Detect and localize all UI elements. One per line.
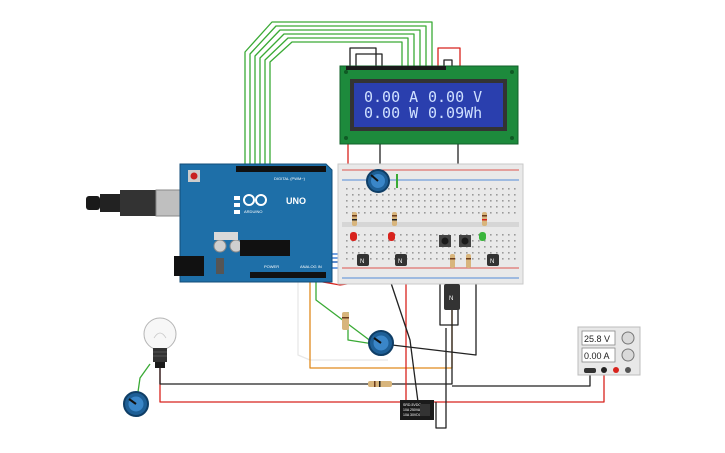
- green-wire-stub: [396, 174, 398, 188]
- psu-voltage-value: 25.8 V: [584, 334, 610, 344]
- led-green[interactable]: [479, 232, 486, 241]
- transistor-1[interactable]: N: [357, 254, 369, 266]
- power-header-label: POWER: [264, 264, 279, 269]
- lcd-current: 0.00 A: [364, 88, 418, 106]
- mosfet-transistor[interactable]: N: [444, 284, 460, 310]
- pushbutton-1[interactable]: [439, 235, 451, 247]
- bulb-glass: [143, 317, 177, 351]
- relay-line-1: SRD-5VDC: [403, 403, 421, 407]
- resistor-1[interactable]: [352, 212, 357, 226]
- psu-current-knob[interactable]: [621, 348, 635, 362]
- lcd-display[interactable]: 0.00 A 0.00 V 0.00 W 0.09Wh: [339, 65, 519, 145]
- resistor-load-sense[interactable]: [342, 312, 349, 330]
- resistor-4[interactable]: [450, 254, 455, 268]
- bulb-feed-wire: [137, 363, 151, 393]
- reset-button[interactable]: [190, 172, 198, 180]
- resistor-series[interactable]: [368, 381, 392, 387]
- arduino-logo-icon: [243, 194, 267, 206]
- analog-header-label: ANALOG IN: [300, 264, 322, 269]
- digital-header-label: DIGITAL (PWM~): [274, 176, 306, 181]
- relay[interactable]: SRD-5VDC 10A 250VAC 10A 30VDC: [400, 400, 434, 420]
- psu-voltage-knob[interactable]: [621, 331, 635, 345]
- transistor-1-label: N: [360, 259, 364, 265]
- resistor-3[interactable]: [482, 212, 487, 226]
- psu-current-display: [581, 347, 616, 363]
- arduino-logo-text: ARDUINO: [244, 209, 262, 214]
- relay-line-2: 10A 250VAC: [403, 408, 423, 412]
- resistor-5[interactable]: [466, 254, 471, 268]
- dc-power-supply[interactable]: 25.8 V 0.00 A: [577, 326, 641, 376]
- psu-positive-terminal[interactable]: [613, 367, 619, 373]
- usb-cable[interactable]: [86, 189, 185, 217]
- pushbutton-2[interactable]: [459, 235, 471, 247]
- arduino-uno-board[interactable]: DIGITAL (PWM~) POWER ANALOG IN ARDUINO U…: [174, 163, 333, 283]
- dc-power-jack: [174, 256, 204, 276]
- light-bulb[interactable]: [143, 317, 177, 368]
- led-red-1[interactable]: [350, 232, 357, 241]
- potentiometer-main[interactable]: [368, 330, 394, 356]
- psu-negative-terminal[interactable]: [601, 367, 607, 373]
- power-analog-header: [250, 272, 326, 278]
- psu-current-value: 0.00 A: [584, 351, 610, 361]
- arduino-model-label: UNO: [286, 196, 306, 206]
- lcd-pin-header: [346, 66, 446, 70]
- lcd-energy: 0.09Wh: [428, 104, 482, 122]
- psu-voltage-display: [581, 330, 616, 346]
- mosfet-label: N: [449, 296, 453, 302]
- lcd-voltage: 0.00 V: [428, 88, 482, 106]
- potentiometer-contrast[interactable]: [366, 169, 390, 193]
- bulb-base: [153, 348, 167, 362]
- led-red-2[interactable]: [388, 232, 395, 241]
- lcd-power: 0.00 W: [364, 104, 419, 122]
- digital-header: [236, 166, 326, 172]
- transistor-2[interactable]: N: [395, 254, 407, 266]
- psu-power-switch[interactable]: [584, 368, 596, 373]
- lcd-screen: [354, 83, 503, 127]
- transistor-3[interactable]: N: [487, 254, 499, 266]
- green-bus-wires[interactable]: [244, 21, 433, 168]
- transistor-2-label: N: [398, 259, 402, 265]
- lcd-header-wires[interactable]: [347, 47, 461, 168]
- potentiometer-dimmer[interactable]: [123, 391, 149, 417]
- resistor-2[interactable]: [392, 212, 397, 226]
- atmega-chip: [240, 240, 290, 256]
- transistor-3-label: N: [490, 259, 494, 265]
- relay-line-3: 10A 30VDC: [403, 413, 422, 417]
